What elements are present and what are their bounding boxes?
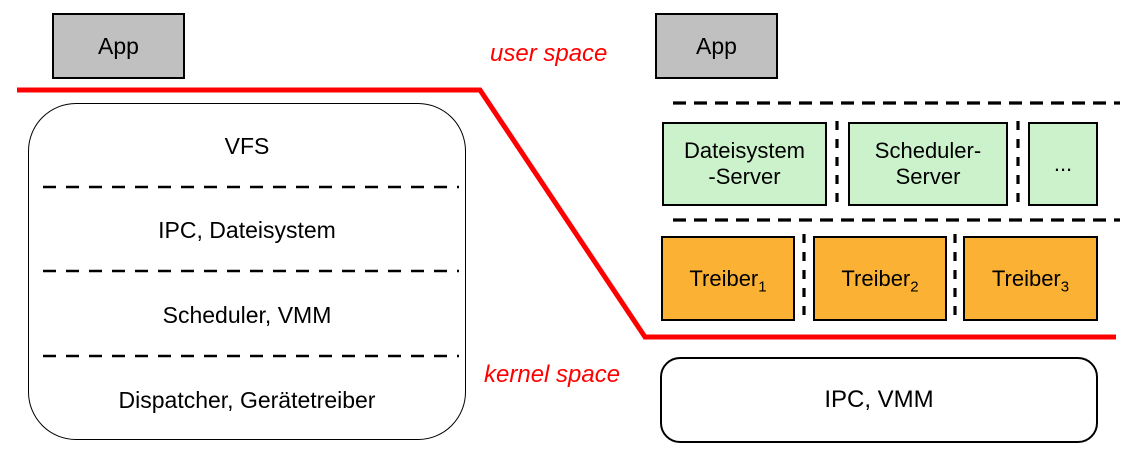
layer-ipc-dateisystem: IPC, Dateisystem xyxy=(158,217,336,243)
server-box-more: ... xyxy=(1028,122,1098,206)
driver-box-2: Treiber2 xyxy=(813,236,947,321)
kernel-space-label: kernel space xyxy=(484,361,621,388)
monolithic-app-label: App xyxy=(98,32,139,59)
driver-box-3-label: Treiber3 xyxy=(991,265,1070,295)
server-box-scheduler: Scheduler- Server xyxy=(848,122,1008,206)
microkernel-kernel-label: IPC, VMM xyxy=(824,386,934,413)
user-space-label: user space xyxy=(490,40,608,67)
monolithic-kernel-box: VFS IPC, Dateisystem Scheduler, VMM Disp… xyxy=(28,103,466,440)
microkernel-kernel-box: IPC, VMM xyxy=(660,357,1098,443)
monolithic-app-box: App xyxy=(52,13,185,79)
microkernel-app-box: App xyxy=(655,13,778,79)
microkernel-app-label: App xyxy=(696,32,737,59)
driver-box-2-label: Treiber2 xyxy=(841,265,919,295)
server-box-dateisystem: Dateisystem -Server xyxy=(662,122,827,206)
server-box-more-label: ... xyxy=(1053,151,1073,176)
driver-box-1-label: Treiber1 xyxy=(689,265,767,295)
layer-dispatcher-geraetetreiber: Dispatcher, Gerätetreiber xyxy=(118,387,376,413)
driver-box-1: Treiber1 xyxy=(661,236,795,321)
layer-scheduler-vmm: Scheduler, VMM xyxy=(162,301,332,328)
server-box-dateisystem-label: Dateisystem -Server xyxy=(683,138,806,189)
server-box-scheduler-label: Scheduler- Server xyxy=(874,138,982,189)
driver-box-3: Treiber3 xyxy=(963,236,1098,321)
layer-vfs: VFS xyxy=(224,133,270,159)
